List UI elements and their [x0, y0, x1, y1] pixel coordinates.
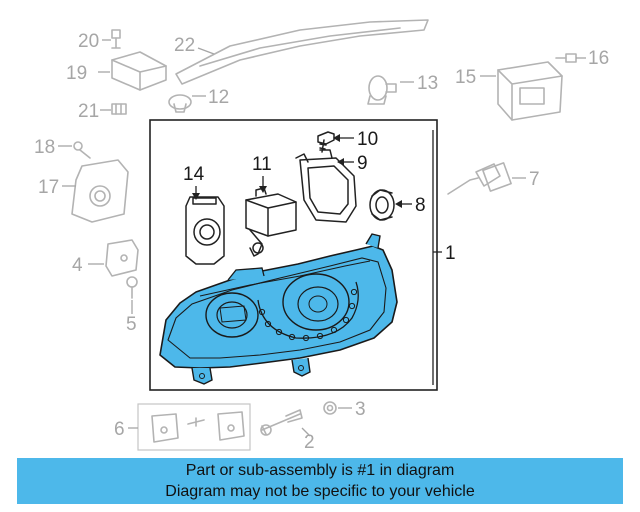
callout-13: 13	[417, 73, 438, 94]
callout-1: 1	[445, 243, 456, 264]
callout-18: 18	[34, 137, 55, 158]
callout-21: 21	[78, 101, 99, 122]
part-12[interactable]	[168, 94, 192, 113]
part-5[interactable]	[126, 276, 138, 299]
part-17[interactable]	[71, 159, 129, 223]
assembly-frame	[149, 119, 438, 391]
callout-2: 2	[304, 432, 315, 453]
part-13[interactable]	[367, 75, 397, 105]
callout-14: 14	[183, 164, 205, 185]
info-banner: Part or sub-assembly is #1 in diagram Di…	[17, 458, 623, 504]
part-3[interactable]	[323, 401, 337, 415]
callout-11: 11	[252, 154, 272, 175]
banner-line-1: Part or sub-assembly is #1 in diagram	[185, 462, 455, 479]
part-4[interactable]	[105, 239, 139, 277]
callout-5: 5	[126, 314, 137, 335]
callout-19: 19	[66, 63, 87, 84]
part-10[interactable]	[317, 131, 335, 153]
part-2[interactable]	[260, 409, 303, 436]
callout-6: 6	[114, 419, 125, 440]
callout-12: 12	[208, 87, 229, 108]
callout-10: 10	[357, 129, 378, 150]
part-6[interactable]	[137, 403, 251, 451]
part-20[interactable]	[111, 29, 121, 49]
callout-15: 15	[455, 67, 476, 88]
part-14[interactable]	[185, 196, 225, 265]
part-15[interactable]	[497, 61, 563, 121]
part-16[interactable]	[555, 53, 577, 63]
callout-22: 22	[174, 35, 195, 56]
callout-4: 4	[72, 255, 83, 276]
callout-3: 3	[355, 399, 366, 420]
callout-20: 20	[78, 31, 99, 52]
banner-line-2: Diagram may not be specific to your vehi…	[165, 483, 475, 500]
callout-8: 8	[415, 195, 426, 216]
part-22[interactable]	[175, 19, 429, 85]
part-8[interactable]	[369, 189, 395, 221]
part-7[interactable]	[447, 162, 512, 195]
callout-16: 16	[588, 48, 609, 69]
callout-9: 9	[357, 153, 368, 174]
part-19[interactable]	[111, 51, 167, 91]
callout-17: 17	[38, 177, 59, 198]
part-9[interactable]	[295, 149, 357, 223]
callout-7: 7	[529, 169, 540, 190]
part-11[interactable]	[245, 187, 297, 257]
part-21[interactable]	[111, 103, 127, 115]
headlamp-assembly[interactable]	[159, 233, 398, 385]
part-18[interactable]	[73, 141, 91, 159]
